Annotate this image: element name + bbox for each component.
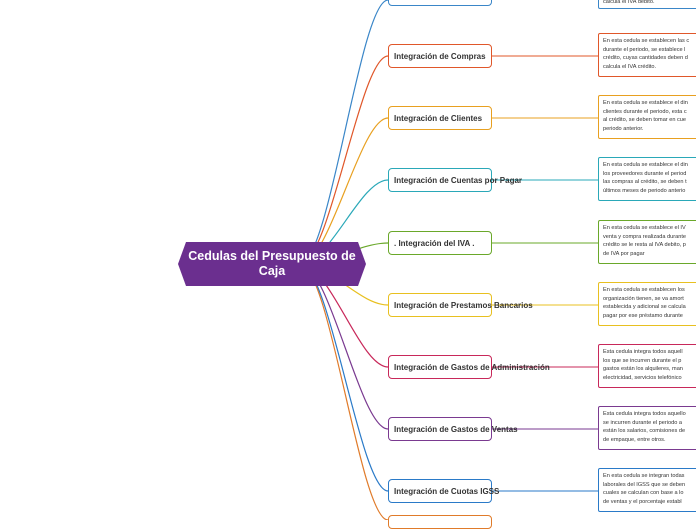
branch-topic-6[interactable]: Integración de Gastos de Administración: [388, 355, 550, 379]
branch-note-3: En esta cedula se establece el din los p…: [598, 157, 696, 201]
branch-topic-label: Integración de Gastos de Administración: [394, 362, 550, 372]
branch-topic-label: Integración de Cuentas por Pagar: [394, 175, 523, 185]
branch-topic-label: Integración de Cuotas IGSS: [394, 486, 500, 496]
branch-topic-8[interactable]: Integración de Cuotas IGSS: [388, 479, 499, 503]
branch-topic-4[interactable]: . Integración del IVA .: [388, 231, 492, 255]
branch-topic-5[interactable]: Integración de Prestamos Bancarios: [388, 293, 533, 317]
branch-note-7: Esta cedula integra todos aquello se inc…: [598, 406, 696, 450]
central-topic-shape: [178, 242, 366, 286]
link-partial-bottom: [299, 263, 389, 520]
partial-note-top: calcula el IVA debito.: [598, 0, 696, 9]
partial-topic-bottom[interactable]: [388, 515, 492, 529]
branch-note-8: En esta cedula se integran todas laboral…: [598, 468, 696, 512]
link-branch-1: [299, 55, 389, 265]
branch-note-4: En esta cedula se establece el IV venta …: [598, 220, 696, 264]
branch-topic-1[interactable]: Integración de Compras: [388, 44, 492, 68]
branch-topic-label: Integración de Compras: [394, 51, 486, 61]
branch-topic-7[interactable]: Integración de Gastos de Ventas: [388, 417, 518, 441]
branch-topic-2[interactable]: Integración de Clientes: [388, 106, 492, 130]
central-topic[interactable]: Cedulas del Presupuesto de Caja: [178, 242, 366, 286]
branch-topic-label: Integración de Prestamos Bancarios: [394, 300, 533, 310]
link-branch-8: [299, 263, 389, 492]
link-partial-top: [299, 0, 389, 265]
branch-topic-label: . Integración del IVA .: [394, 238, 475, 248]
branch-topic-label: Integración de Gastos de Ventas: [394, 424, 518, 434]
central-topic-title: Cedulas del Presupuesto de Caja: [188, 249, 356, 278]
branch-topic-3[interactable]: Integración de Cuentas por Pagar: [388, 168, 522, 192]
branch-note-5: En esta cedula se establecen los organiz…: [598, 282, 696, 326]
branch-note-6: Esta cedula integra todos aquell los que…: [598, 344, 696, 388]
branch-note-2: En esta cedula se establece el din clien…: [598, 95, 696, 139]
partial-topic-top[interactable]: [388, 0, 492, 6]
branch-topic-label: Integración de Clientes: [394, 113, 483, 123]
link-branch-7: [299, 263, 389, 430]
branch-note-1: En esta cedula se establecen las c duran…: [598, 33, 696, 77]
